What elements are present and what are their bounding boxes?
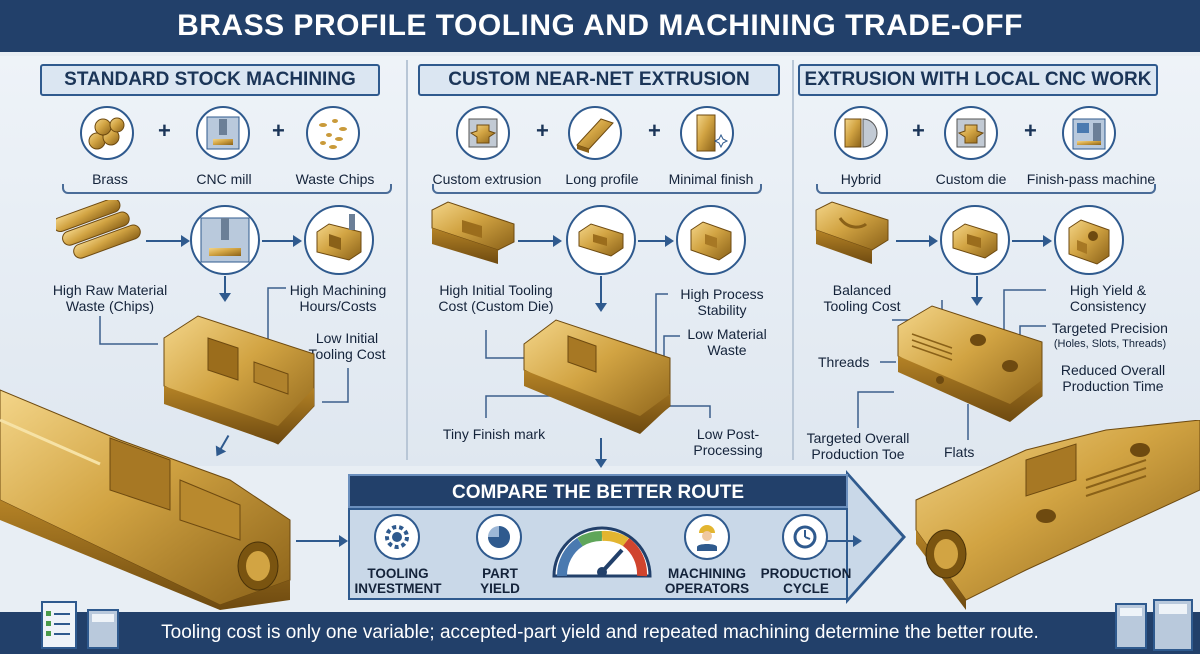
annotation-yield-consistency: High Yield & Consistency <box>1069 282 1147 314</box>
annotation-finish-mark: Tiny Finish mark <box>442 426 546 442</box>
operator-icon <box>684 514 730 560</box>
calculator-icon <box>1115 599 1193 651</box>
die-icon <box>456 106 510 160</box>
flow-arrow <box>595 438 607 468</box>
finished-section-icon <box>676 205 746 275</box>
gauge-icon <box>552 526 652 578</box>
flow-arrow <box>638 235 674 247</box>
near-net-part <box>523 319 671 434</box>
cycle-clock-icon <box>782 514 828 560</box>
cnc-machine-icon <box>1062 106 1116 160</box>
compare-label: TOOLING INVESTMENT <box>354 566 442 596</box>
column-header-near-net: CUSTOM NEAR-NET EXTRUSION <box>418 64 780 96</box>
input-label: Hybrid <box>840 171 882 187</box>
flow-arrow <box>971 276 983 306</box>
group-brace <box>432 184 762 194</box>
annotation-flats: Flats <box>944 444 975 460</box>
cnc-mill-icon <box>196 106 250 160</box>
input-label: Waste Chips <box>295 171 375 187</box>
annotation-high-tooling: High Initial Tooling Cost (Custom Die) <box>438 282 554 314</box>
brass-bars-icon <box>80 106 134 160</box>
annotation-low-tooling: Low Initial Tooling Cost <box>308 330 386 362</box>
input-label: Custom extrusion <box>432 171 542 187</box>
annotation-material-waste: High Raw Material Waste (Chips) <box>52 282 168 314</box>
compare-label: PART YIELD <box>480 566 520 596</box>
input-label: Minimal finish <box>668 171 754 187</box>
flow-arrow <box>896 235 938 247</box>
finished-brass-profile-left <box>0 389 291 610</box>
group-brace <box>816 184 1156 194</box>
column-header-hybrid: EXTRUSION WITH LOCAL CNC WORK <box>798 64 1158 96</box>
input-label: CNC mill <box>196 171 252 187</box>
column-header-standard: STANDARD STOCK MACHINING <box>40 64 380 96</box>
hybrid-profile <box>815 201 889 264</box>
brass-bar-stock <box>56 200 141 259</box>
input-label: Finish-pass machine <box>1026 171 1156 187</box>
page-title: BRASS PROFILE TOOLING AND MACHINING TRAD… <box>0 0 1200 52</box>
hybrid-icon <box>834 106 888 160</box>
plus-sign: + <box>158 118 171 143</box>
annotation-process-stability: High Process Stability <box>680 286 764 318</box>
plus-sign: + <box>272 118 285 143</box>
flow-arrow <box>146 235 190 247</box>
hybrid-finished-part <box>897 305 1043 422</box>
annotation-threads: Threads <box>818 354 870 370</box>
group-brace <box>62 184 392 194</box>
profile-section-icon <box>566 205 636 275</box>
annotation-overall-production: Targeted Overall Production Toe <box>806 430 910 462</box>
checklist-calculator-icon <box>41 601 119 649</box>
hybrid-section-icon <box>940 205 1010 275</box>
input-label: Brass <box>92 171 128 187</box>
plus-sign: + <box>1024 118 1037 143</box>
annotation-post-processing: Low Post-Processing <box>693 426 763 458</box>
finished-brass-profile-right <box>915 420 1200 610</box>
chips-icon <box>306 106 360 160</box>
flow-arrow <box>595 276 607 312</box>
pie-chart-icon <box>476 514 522 560</box>
plus-sign: + <box>912 118 925 143</box>
flow-arrow <box>296 535 348 547</box>
annotation-balanced-tooling: Balanced Tooling Cost <box>823 282 901 314</box>
flow-arrow <box>518 235 562 247</box>
input-label: Long profile <box>565 171 639 187</box>
machined-block-part <box>163 315 315 445</box>
leader-lines <box>99 287 349 403</box>
input-label: Custom die <box>935 171 1007 187</box>
annotation-machining-hours: High Machining Hours/Costs <box>289 282 387 314</box>
gear-wrench-icon <box>374 514 420 560</box>
annotation-reduced-time: Reduced Overall Production Time <box>1060 362 1166 394</box>
milled-part-icon <box>304 205 374 275</box>
finish-icon <box>680 106 734 160</box>
annotation-targeted-precision: Targeted Precision <box>1052 320 1168 336</box>
compare-label: MACHINING OPERATORS <box>664 566 750 596</box>
footer-banner: Tooling cost is only one variable; accep… <box>0 612 1200 654</box>
flow-arrow <box>262 235 302 247</box>
annotation-precision-detail: (Holes, Slots, Threads) <box>1053 338 1167 350</box>
compare-label: PRODUCTION CYCLE <box>760 566 852 596</box>
annotation-material-waste: Low Material Waste <box>687 326 767 358</box>
compare-title: COMPARE THE BETTER ROUTE <box>348 474 848 508</box>
column-divider <box>792 60 794 460</box>
flow-arrow <box>219 276 231 302</box>
plus-sign: + <box>536 118 549 143</box>
column-divider <box>406 60 408 460</box>
machined-hybrid-icon <box>1054 205 1124 275</box>
flow-arrow <box>1012 235 1052 247</box>
cnc-mill-icon <box>190 205 260 275</box>
die-icon <box>944 106 998 160</box>
profile-icon <box>568 106 622 160</box>
plus-sign: + <box>648 118 661 143</box>
extruded-profile <box>431 201 515 264</box>
flow-arrow <box>820 535 862 547</box>
